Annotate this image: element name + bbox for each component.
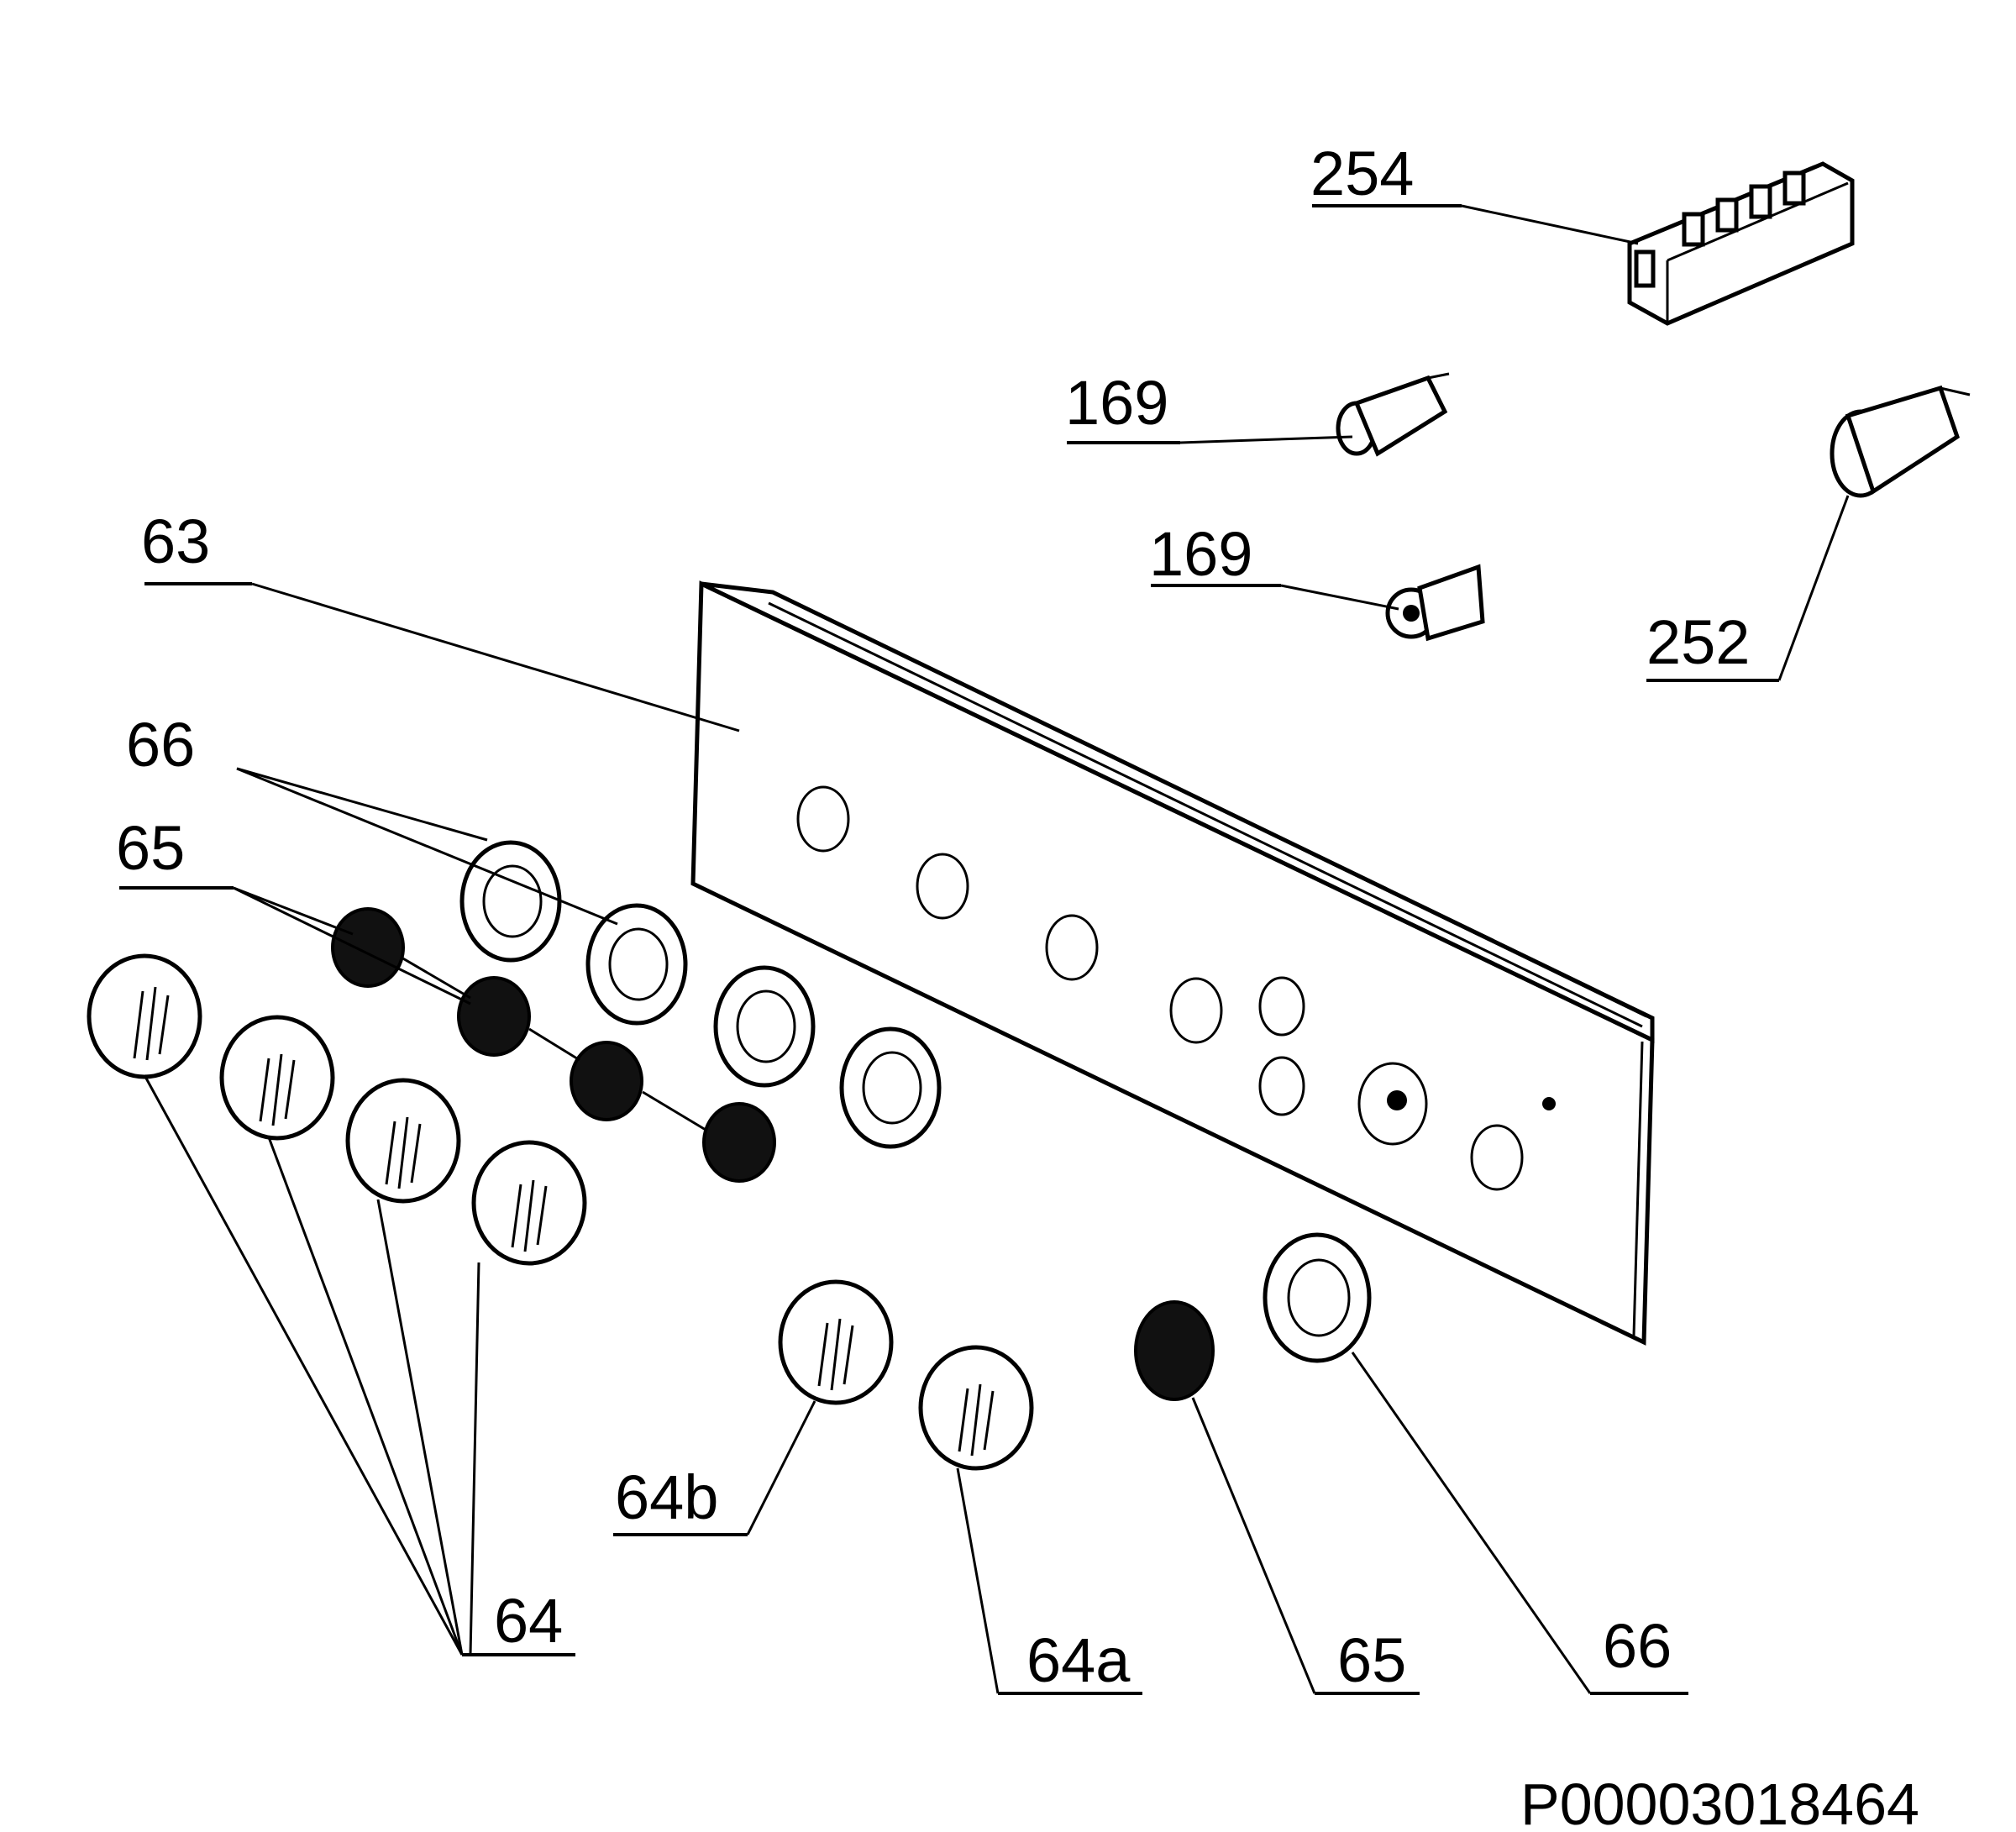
control-panel-63 — [690, 580, 1655, 1346]
leader-lines — [143, 204, 1850, 1694]
control-knob-64a — [918, 1345, 1034, 1471]
label-64a: 64a — [1026, 1625, 1131, 1695]
knob-ring-66-single — [1263, 1232, 1372, 1363]
label-169-upper: 169 — [1065, 368, 1168, 438]
label-64b: 64b — [615, 1462, 718, 1532]
label-65-lower: 65 — [1337, 1625, 1406, 1695]
indicator-lamp-169-lower — [1385, 564, 1485, 642]
knob-spindle-65-single — [1134, 1300, 1215, 1401]
label-64: 64 — [494, 1586, 563, 1656]
label-66-lower: 66 — [1603, 1611, 1672, 1681]
control-knob-64-group — [87, 953, 587, 1266]
label-254: 254 — [1310, 139, 1414, 208]
thermostat-252 — [1830, 385, 1971, 498]
drawing-code: P00003018464 — [1520, 1772, 1919, 1832]
control-knob-64b — [778, 1279, 894, 1405]
label-66-upper: 66 — [126, 710, 195, 780]
label-252: 252 — [1646, 607, 1750, 677]
label-underlines — [119, 204, 1779, 1695]
indicator-lamp-169-upper — [1336, 372, 1450, 457]
knob-spindle-65-group — [331, 907, 776, 1183]
knob-ring-66-group — [459, 840, 942, 1149]
switch-block-254 — [1627, 161, 1855, 326]
label-65-upper: 65 — [116, 813, 185, 883]
label-169-lower: 169 — [1149, 519, 1252, 589]
label-63: 63 — [141, 507, 210, 576]
